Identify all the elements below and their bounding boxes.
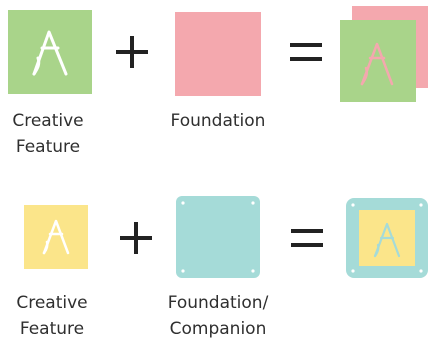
corner-dot xyxy=(251,269,255,273)
equals-icon xyxy=(291,229,323,247)
creative-feature-tile-yellow xyxy=(24,205,88,269)
corner-dot xyxy=(419,269,423,273)
creative-feature-tile-green xyxy=(8,10,92,94)
corner-dot xyxy=(419,203,423,207)
creative-feature-label: Creative Feature xyxy=(16,293,88,339)
foundation-companion-label: Foundation/ Companion xyxy=(167,293,269,339)
combined-result-tile-1 xyxy=(340,6,428,102)
creative-feature-label: Creative Feature xyxy=(12,111,84,157)
a-caret-glyph-icon xyxy=(373,222,401,258)
plus-icon xyxy=(116,36,148,68)
a-caret-glyph-icon xyxy=(32,30,68,76)
corner-dot xyxy=(251,201,255,205)
equals-icon xyxy=(290,43,322,61)
a-caret-glyph-icon xyxy=(360,42,394,86)
foundation-label: Foundation xyxy=(170,111,266,131)
creative-feature-layer-green xyxy=(340,20,416,102)
plus-icon xyxy=(120,222,152,254)
a-caret-glyph-icon xyxy=(42,219,70,255)
foundation-tile-pink xyxy=(175,12,261,96)
corner-dot xyxy=(351,269,355,273)
corner-dot xyxy=(351,203,355,207)
corner-dot xyxy=(181,269,185,273)
corner-dot xyxy=(181,201,185,205)
combined-result-tile-2 xyxy=(346,198,428,278)
foundation-companion-tile-teal xyxy=(176,196,260,278)
